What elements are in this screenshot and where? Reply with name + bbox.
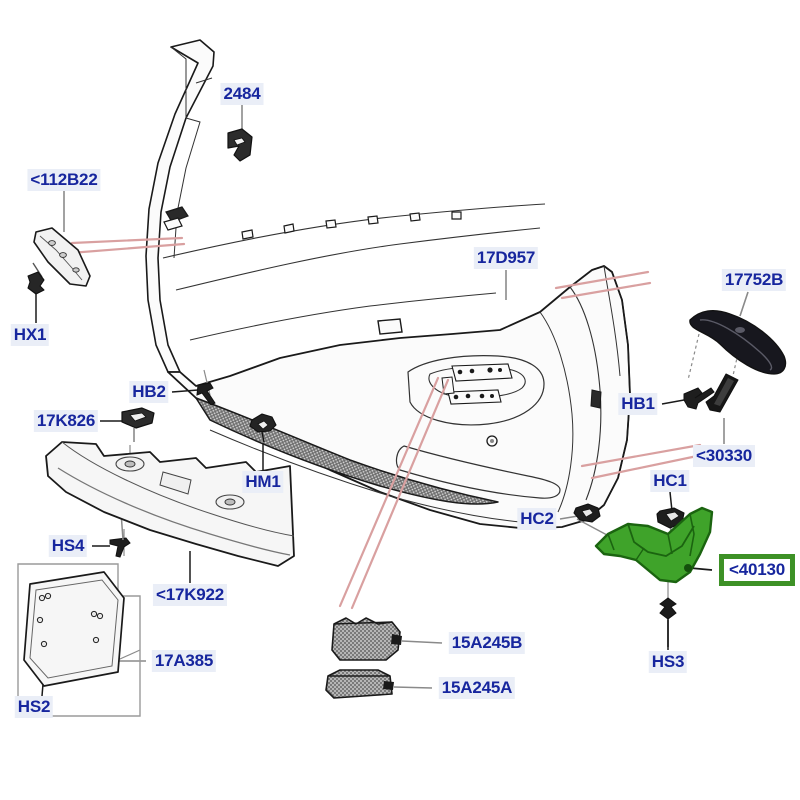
part-side-trim-112b22[interactable]: [32, 227, 91, 287]
part-group-licence-plate-17a385[interactable]: [17, 563, 141, 717]
part-lower-valance-17k922[interactable]: [45, 441, 295, 567]
part-grille-insert-15a245b[interactable]: [331, 617, 402, 661]
part-front-bumper-cover-17d957[interactable]: [145, 39, 631, 529]
label-17d957[interactable]: 17D957: [473, 247, 539, 269]
label-30330[interactable]: <30330: [692, 445, 756, 467]
label-hb1[interactable]: HB1: [618, 393, 658, 415]
part-screw-30330[interactable]: [705, 373, 739, 413]
part-trim-panel-17752b[interactable]: [689, 309, 787, 375]
part-bolt-hb2[interactable]: [196, 382, 216, 406]
part-nut-hm1[interactable]: [249, 413, 277, 443]
label-112b22[interactable]: <112B22: [27, 169, 101, 191]
label-hs2[interactable]: HS2: [14, 696, 54, 718]
label-hc2[interactable]: HC2: [517, 508, 557, 530]
label-hc1[interactable]: HC1: [650, 470, 690, 492]
callout-lines: [68, 236, 704, 610]
part-clip-hc1[interactable]: [656, 507, 685, 529]
label-17752b[interactable]: 17752B: [721, 269, 787, 291]
label-17k922[interactable]: <17K922: [152, 584, 228, 606]
part-clip-hx1[interactable]: [27, 271, 45, 295]
label-15a245b[interactable]: 15A245B: [448, 632, 526, 654]
part-clip-hc2[interactable]: [573, 503, 601, 523]
label-17a385[interactable]: 17A385: [151, 650, 217, 672]
label-hs3[interactable]: HS3: [648, 651, 688, 673]
label-40130[interactable]: <40130: [718, 554, 796, 586]
label-hm1[interactable]: HM1: [242, 471, 284, 493]
label-2484[interactable]: 2484: [220, 83, 264, 105]
part-bolt-hb1[interactable]: [683, 387, 715, 410]
label-15a245a[interactable]: 15A245A: [438, 677, 516, 699]
part-bracket-clip-2484[interactable]: [227, 128, 253, 162]
part-screw-hs3[interactable]: [659, 597, 677, 647]
label-hx1[interactable]: HX1: [10, 324, 50, 346]
part-clip-17k826[interactable]: [121, 407, 155, 442]
label-hs4[interactable]: HS4: [48, 535, 88, 557]
label-17k826[interactable]: 17K826: [33, 410, 99, 432]
part-grille-insert-15a245a[interactable]: [325, 669, 394, 699]
label-hb2[interactable]: HB2: [129, 381, 169, 403]
part-bumper-bracket-40130[interactable]: [594, 506, 714, 584]
